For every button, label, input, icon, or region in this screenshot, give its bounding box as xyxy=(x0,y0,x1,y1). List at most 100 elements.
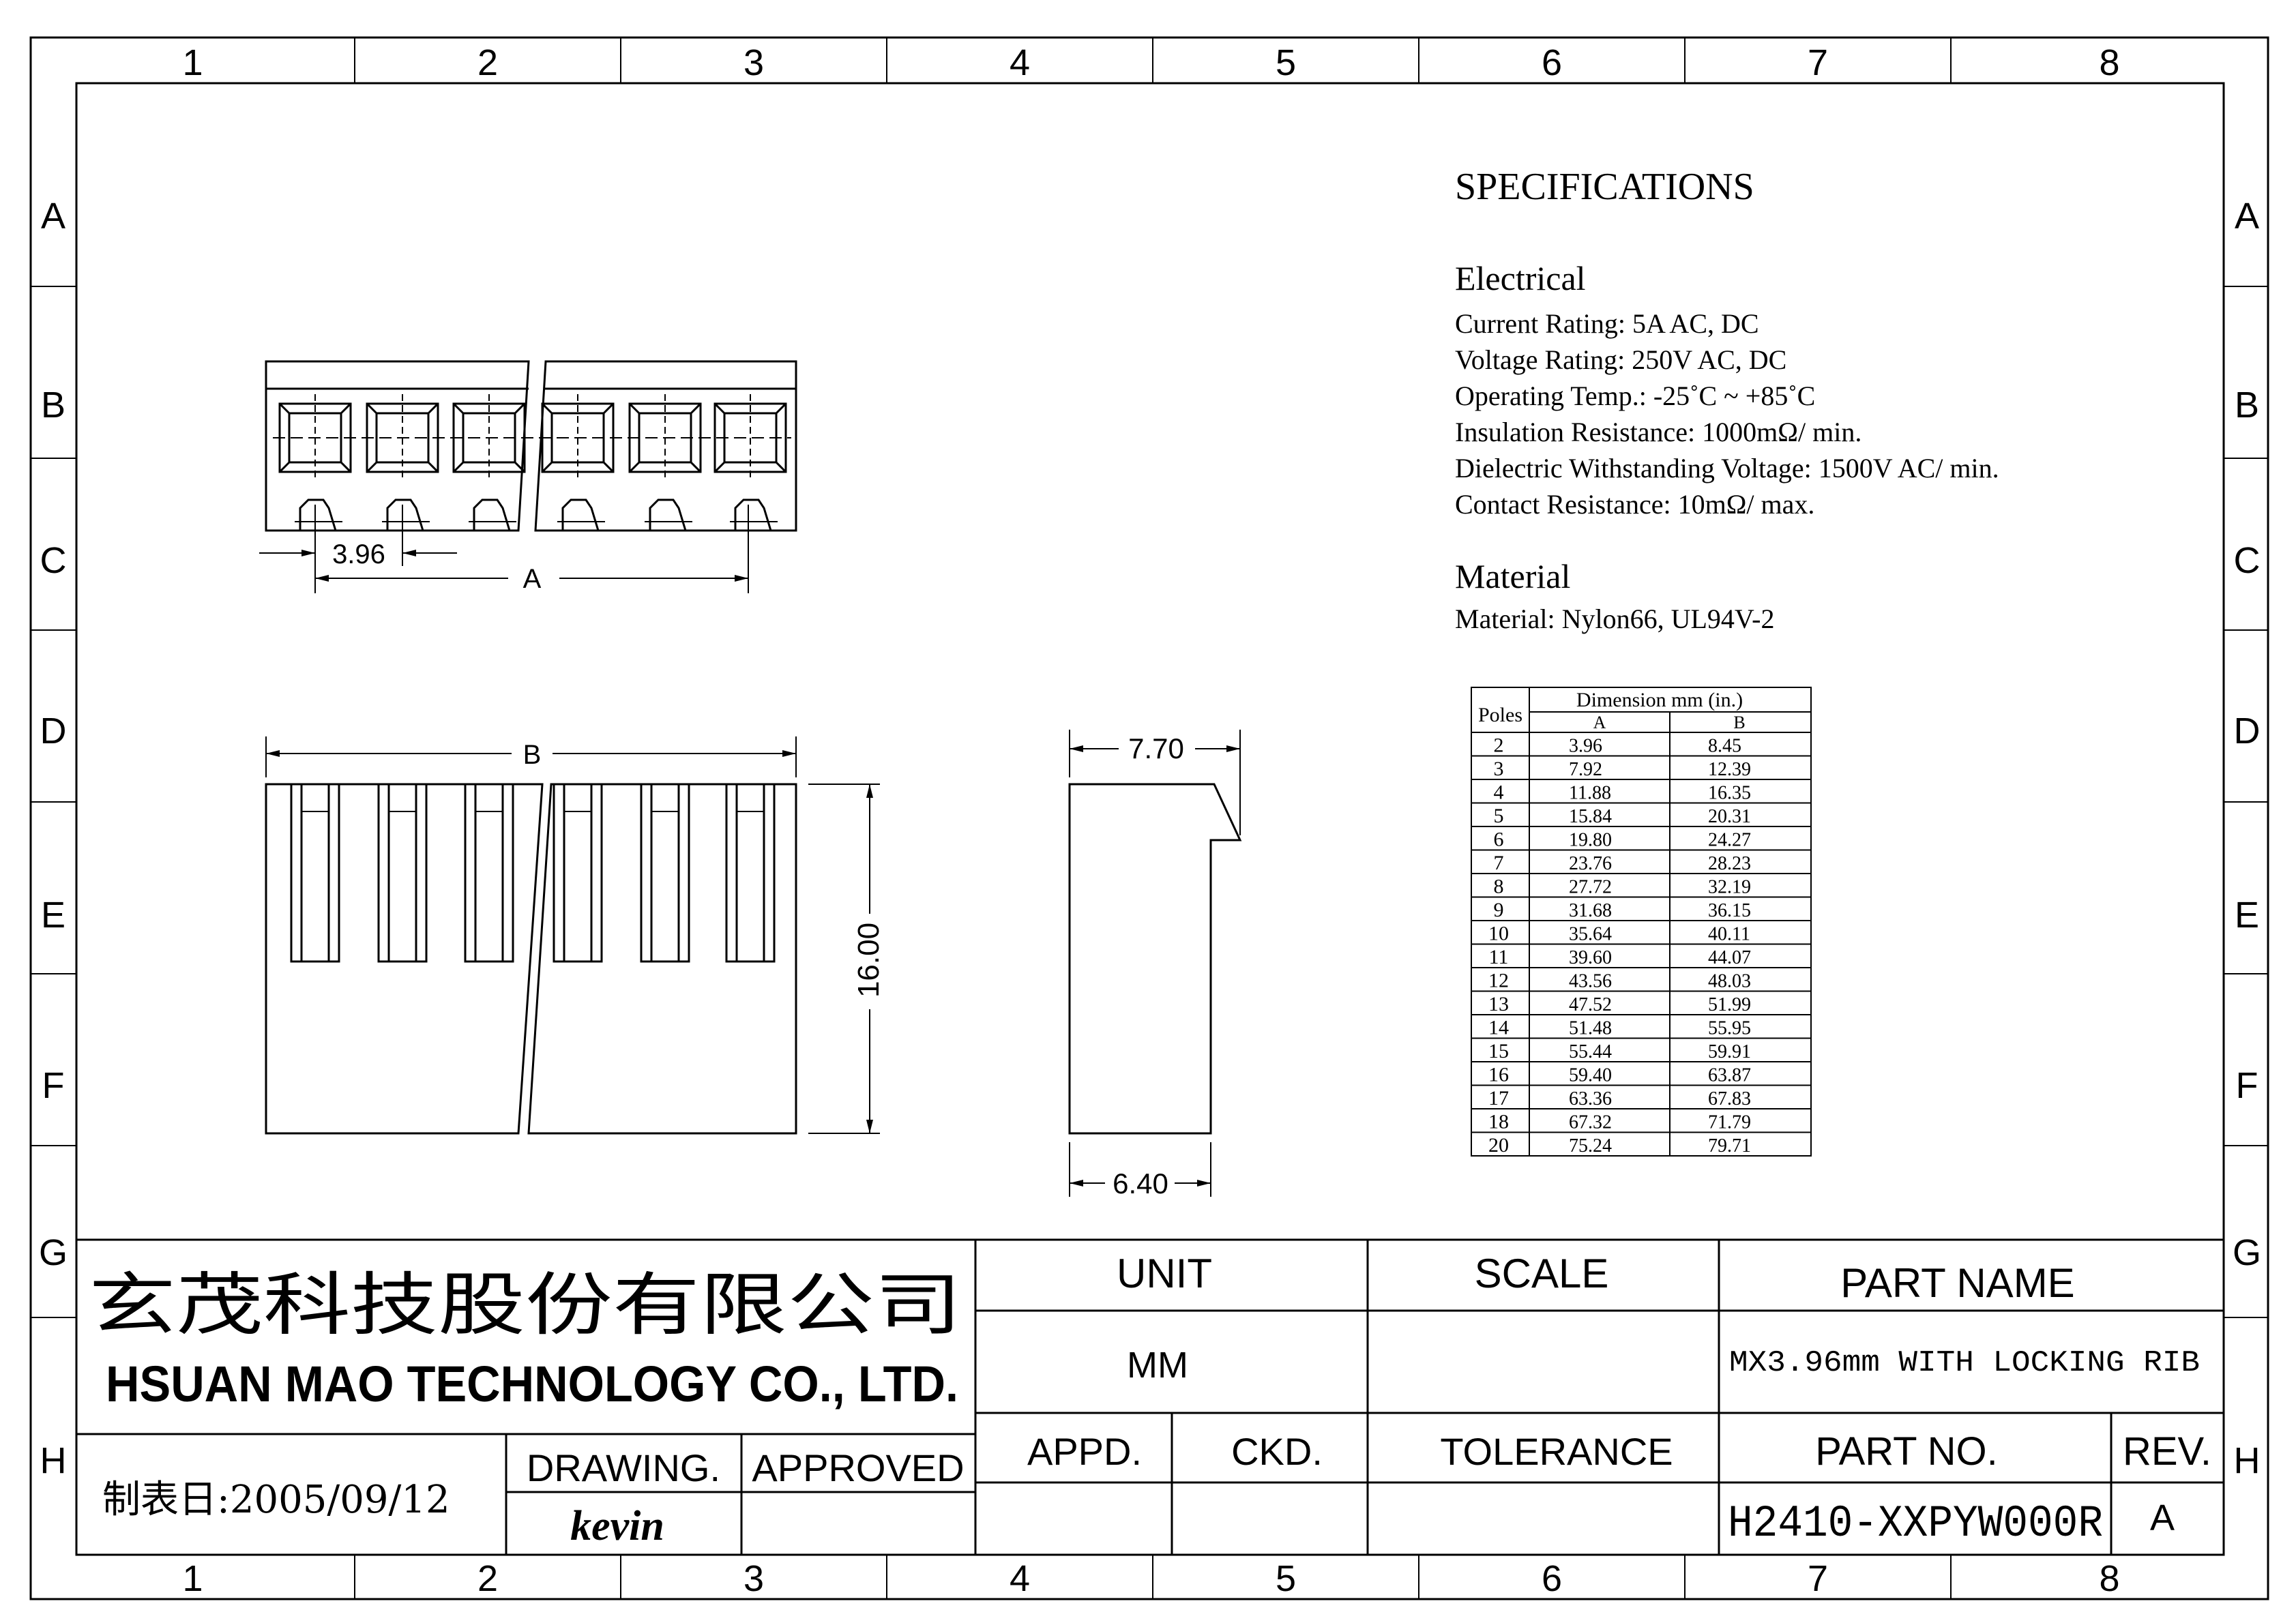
spec-line: Dielectric Withstanding Voltage: 1500V A… xyxy=(1455,453,1999,483)
column-number: 6 xyxy=(1542,1558,1562,1599)
row-letter: F xyxy=(42,1065,65,1106)
row-letter: D xyxy=(40,711,67,751)
tolerance-label: TOLERANCE xyxy=(1440,1430,1673,1473)
table-cell-poles: 11 xyxy=(1489,946,1509,968)
drawing-label: DRAWING. xyxy=(527,1446,720,1489)
column-number: 5 xyxy=(1276,42,1296,83)
table-cell-a: 63.36 xyxy=(1569,1088,1612,1109)
table-cell-b: 40.11 xyxy=(1708,924,1750,945)
table-cell-a: 43.56 xyxy=(1569,971,1612,992)
appd-label: APPD. xyxy=(1027,1430,1142,1473)
row-ticks xyxy=(31,286,2268,1318)
table-cell-a: 67.32 xyxy=(1569,1112,1612,1133)
table-cell-a: 27.72 xyxy=(1569,877,1612,898)
row-letter: B xyxy=(41,385,65,426)
table-cell-a: 3.96 xyxy=(1569,736,1602,757)
company-name-english: HSUAN MAO TECHNOLOGY CO., LTD. xyxy=(106,1356,958,1412)
column-number: 8 xyxy=(2099,1558,2119,1599)
unit-label: UNIT xyxy=(1117,1251,1212,1296)
table-cell-b: 79.71 xyxy=(1708,1135,1751,1157)
part-name-value: MX3.96mm WITH LOCKING RIB xyxy=(1729,1346,2200,1380)
table-cell-poles: 18 xyxy=(1488,1111,1509,1133)
table-cell-b: 59.91 xyxy=(1708,1041,1751,1062)
column-number: 8 xyxy=(2099,42,2119,83)
part-no-value: H2410-XXPYW000R xyxy=(1728,1498,2103,1549)
drawing-frame xyxy=(29,36,2269,1600)
table-cell-poles: 10 xyxy=(1488,923,1509,945)
front-view-slots xyxy=(290,783,776,963)
front-view-dimensions xyxy=(265,736,880,1134)
column-number: 2 xyxy=(477,1558,498,1599)
table-cell-poles: 7 xyxy=(1494,852,1504,874)
table-cell-a: 75.24 xyxy=(1569,1135,1612,1157)
table-cell-poles: 2 xyxy=(1494,734,1504,757)
dimension-b-label: B xyxy=(523,740,542,770)
title-block xyxy=(76,1238,2224,1555)
rev-value: A xyxy=(2150,1497,2175,1538)
table-cell-poles: 17 xyxy=(1488,1087,1509,1109)
column-number: 5 xyxy=(1276,1558,1296,1599)
table-cell-b: 55.95 xyxy=(1708,1018,1751,1039)
side-view xyxy=(1068,783,1242,1135)
table-cell-b: 8.45 xyxy=(1708,736,1741,757)
table-cell-b: 44.07 xyxy=(1708,947,1751,968)
table-cell-a: 15.84 xyxy=(1569,806,1612,827)
table-cell-poles: 4 xyxy=(1494,781,1504,804)
top-view-cavities xyxy=(273,394,791,531)
table-cell-b: 28.23 xyxy=(1708,853,1751,874)
table-cell-poles: 8 xyxy=(1494,876,1504,898)
column-number: 6 xyxy=(1542,42,1562,83)
approved-label: APPROVED xyxy=(752,1446,964,1489)
spec-line: Current Rating: 5A AC, DC xyxy=(1455,308,1759,339)
height-dimension-label: 16.00 xyxy=(852,923,885,998)
column-number: 2 xyxy=(477,42,498,83)
table-header-poles: Poles xyxy=(1478,704,1522,726)
table-cell-b: 16.35 xyxy=(1708,783,1751,804)
table-cell-a: 47.52 xyxy=(1569,994,1612,1015)
unit-value: MM xyxy=(1127,1345,1188,1386)
row-letter: E xyxy=(2235,895,2259,936)
table-cell-poles: 9 xyxy=(1494,899,1504,921)
column-number: 1 xyxy=(182,42,203,83)
column-number: 3 xyxy=(744,42,764,83)
table-cell-a: 55.44 xyxy=(1569,1041,1612,1062)
table-cell-poles: 20 xyxy=(1488,1134,1509,1157)
scale-label: SCALE xyxy=(1475,1251,1609,1296)
side-bottom-dimension-label: 6.40 xyxy=(1113,1167,1168,1199)
material-line: Material: Nylon66, UL94V-2 xyxy=(1455,603,1774,634)
table-cell-b: 67.83 xyxy=(1708,1088,1751,1109)
column-number: 7 xyxy=(1808,42,1828,83)
row-letter: G xyxy=(39,1232,68,1273)
dimension-table: Poles Dimension mm (in.) A B 2 3.96 8.45 3 7… xyxy=(1471,687,1812,1157)
column-ticks xyxy=(354,38,1952,1599)
table-cell-b: 24.27 xyxy=(1708,830,1751,851)
table-header-a: A xyxy=(1593,713,1606,732)
date-label: 制表日:2005/09/12 xyxy=(102,1478,450,1522)
row-letter: H xyxy=(40,1440,67,1481)
table-header-group: Dimension mm (in.) xyxy=(1576,689,1743,711)
table-cell-b: 63.87 xyxy=(1708,1065,1751,1086)
table-header-b: B xyxy=(1733,713,1745,732)
table-cell-poles: 5 xyxy=(1494,805,1504,827)
column-number: 4 xyxy=(1010,42,1030,83)
material-heading: Material xyxy=(1455,557,1570,595)
row-letter: A xyxy=(41,196,65,237)
table-cell-a: 7.92 xyxy=(1569,759,1602,780)
row-letter: C xyxy=(2234,540,2261,581)
table-cell-a: 39.60 xyxy=(1569,947,1612,968)
dimension-a-label: A xyxy=(523,564,542,594)
table-cell-b: 71.79 xyxy=(1708,1112,1751,1133)
table-cell-a: 23.76 xyxy=(1569,853,1612,874)
table-cell-poles: 3 xyxy=(1494,758,1504,780)
table-cell-poles: 12 xyxy=(1488,970,1509,992)
drawing-signature: kevin xyxy=(570,1503,664,1549)
top-view-dimensions xyxy=(259,505,749,593)
table-cell-b: 51.99 xyxy=(1708,994,1751,1015)
electrical-heading: Electrical xyxy=(1455,259,1586,297)
row-letter: H xyxy=(2234,1440,2261,1481)
table-cell-b: 20.31 xyxy=(1708,806,1751,827)
table-cell-b: 36.15 xyxy=(1708,900,1751,921)
spec-line: Insulation Resistance: 1000mΩ/ min. xyxy=(1455,417,1861,447)
